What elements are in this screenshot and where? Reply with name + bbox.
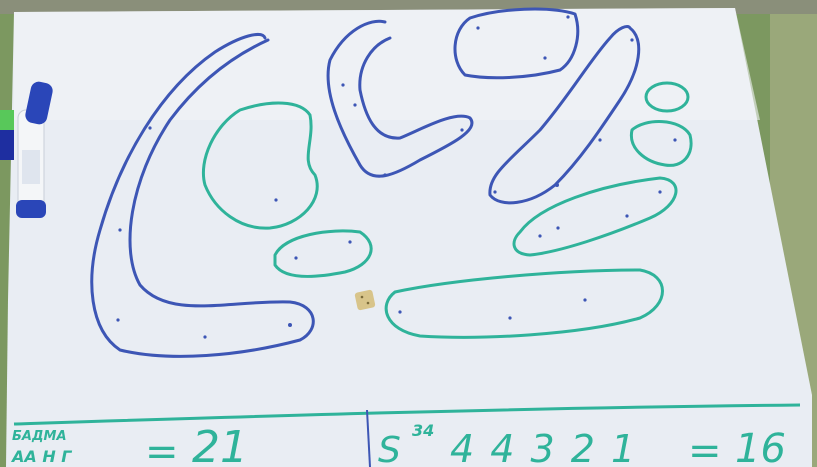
whiteboard-shade [14,8,760,120]
marker-pen [16,81,53,218]
eq-left-result: 21 [192,422,248,467]
teal-shape-diagonal [512,176,678,257]
teal-shape-ring-small [644,81,690,113]
blue-shape-large-arc [90,33,315,358]
divider-vertical [366,409,371,467]
eq-right-superscript: 34 [412,421,434,440]
whiteboard [6,8,812,467]
eq-left-label-bottom: АА Н Г [10,447,72,466]
eq-right-terms: 4 4 3 2 1 [450,427,637,467]
divider-line [13,403,801,426]
blue-shape-blob-top [453,7,580,80]
blue-marker-partial [0,130,14,160]
ink-dots [116,15,677,339]
eq-left-equals: = [145,429,179,467]
teal-shape-oval-small [273,229,373,278]
teal-shape-oval-long [384,268,664,339]
blue-shape-check [326,19,474,178]
eq-right-equals: = [688,428,722,467]
eq-left-label-top: БАДМА [12,429,67,444]
blue-shape-diagonal [488,24,641,205]
teal-shape-blob-left [202,101,319,230]
eq-right-result: 16 [735,426,786,467]
die [354,289,376,311]
eq-right-prefix: S [378,430,401,467]
teal-shape-oval-right [629,120,693,167]
